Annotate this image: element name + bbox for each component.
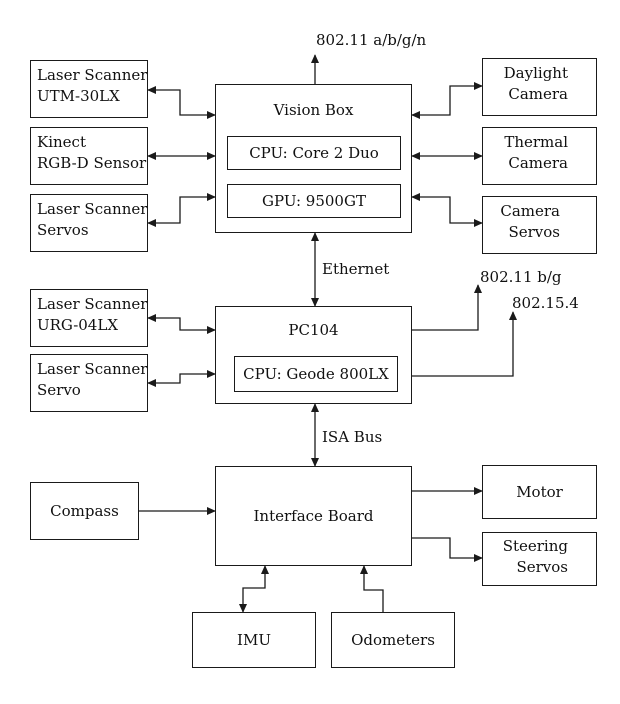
- imu-link: [238, 565, 270, 613]
- pc104-cpu-block: CPU: Geode 800LX: [234, 356, 398, 392]
- thermal-camera-block: Thermal Camera: [482, 127, 597, 185]
- interface-board-box: Interface Board: [215, 466, 412, 566]
- laser-urg-link: [147, 313, 216, 335]
- vision-box-title: Vision Box: [273, 101, 354, 119]
- block-label: Camera: [508, 85, 568, 103]
- block-label: Motor: [516, 482, 563, 501]
- block-label: IMU: [237, 630, 271, 649]
- block-label: Kinect: [37, 133, 86, 151]
- block-label: URG-04LX: [37, 316, 118, 334]
- laser-scanner-servos-block: Laser Scanner Servos: [30, 194, 148, 252]
- block-label: Laser Scanner: [37, 295, 148, 313]
- vision-cpu-label: CPU: Core 2 Duo: [249, 144, 379, 162]
- laser-utm-link: [147, 85, 216, 120]
- vision-box: Vision Box CPU: Core 2 Duo GPU: 9500GT: [215, 84, 412, 233]
- camera-servos-block: Camera Servos: [482, 196, 597, 254]
- zigbee-label: 802.15.4: [512, 294, 579, 312]
- steering-servos-block: Steering Servos: [482, 532, 597, 586]
- vision-gpu-block: GPU: 9500GT: [227, 184, 401, 218]
- laser-scanner-utm-block: Laser Scanner UTM-30LX: [30, 60, 148, 118]
- daylight-link: [411, 81, 483, 120]
- block-label: Daylight: [503, 64, 568, 82]
- odometers-link: [359, 565, 384, 612]
- laser-scanner-urg-block: Laser Scanner URG-04LX: [30, 289, 148, 347]
- isa-bus-label: ISA Bus: [322, 428, 383, 446]
- block-label: UTM-30LX: [37, 87, 120, 105]
- block-label: Servos: [37, 221, 89, 239]
- block-label: Servo: [37, 381, 81, 399]
- pc104-title: PC104: [288, 321, 339, 339]
- imu-block: IMU: [192, 612, 316, 668]
- pc-wifi-arrow: [412, 284, 483, 331]
- vision-gpu-label: GPU: 9500GT: [262, 192, 366, 210]
- zigbee-arrow: [398, 311, 518, 377]
- block-label: Servos: [516, 558, 568, 576]
- odometers-block: Odometers: [331, 612, 455, 668]
- block-label: RGB-D Sensor: [37, 154, 147, 172]
- block-label: Odometers: [351, 630, 435, 649]
- motor-block: Motor: [482, 465, 597, 519]
- interface-board-title: Interface Board: [253, 506, 374, 525]
- block-label: Camera: [500, 202, 560, 220]
- compass-block: Compass: [30, 482, 139, 540]
- ethernet-label: Ethernet: [322, 260, 390, 278]
- kinect-block: Kinect RGB-D Sensor: [30, 127, 148, 185]
- block-label: Compass: [50, 501, 119, 520]
- block-label: Thermal: [504, 133, 568, 151]
- block-label: Steering: [502, 537, 568, 555]
- laser-scanner-servo-block: Laser Scanner Servo: [30, 354, 148, 412]
- block-label: Laser Scanner: [37, 66, 148, 84]
- vision-wifi-label: 802.11 a/b/g/n: [316, 31, 427, 49]
- block-label: Laser Scanner: [37, 360, 148, 378]
- pc104-cpu-label: CPU: Geode 800LX: [243, 365, 389, 383]
- block-label: Servos: [508, 223, 560, 241]
- pc-wifi-label: 802.11 b/g: [480, 268, 562, 286]
- pc104-box: PC104 CPU: Geode 800LX: [215, 306, 412, 404]
- block-label: Camera: [508, 154, 568, 172]
- daylight-camera-block: Daylight Camera: [482, 58, 597, 116]
- camera-servos-link: [411, 192, 483, 228]
- steering-link: [412, 537, 483, 563]
- block-label: Laser Scanner: [37, 200, 148, 218]
- vision-cpu-block: CPU: Core 2 Duo: [227, 136, 401, 170]
- laser-servos-link: [147, 192, 216, 228]
- laser-servo-link: [147, 369, 216, 388]
